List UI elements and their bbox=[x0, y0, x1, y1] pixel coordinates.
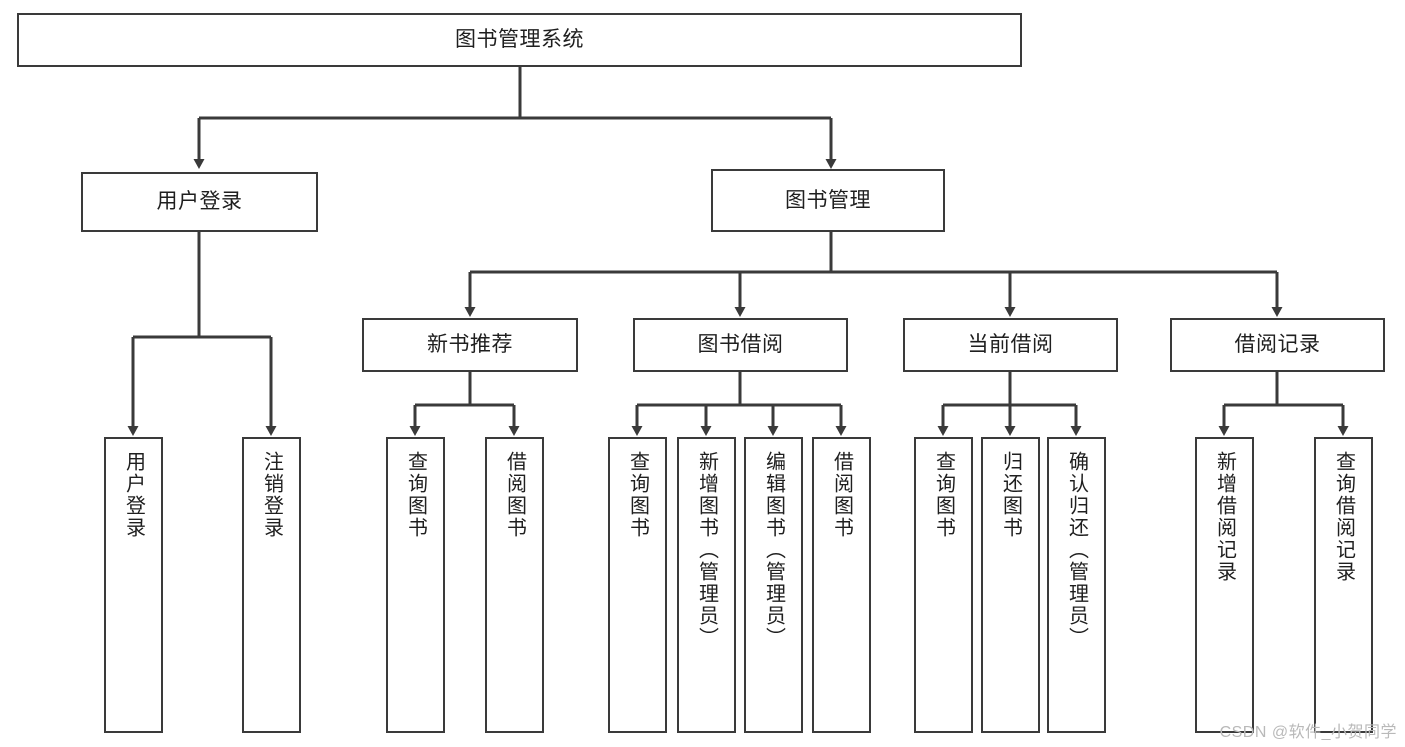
leaf-label: 编辑图书（管理员） bbox=[762, 451, 785, 649]
node-borrow-record-label: 借阅记录 bbox=[1234, 333, 1321, 357]
node-current-borrow[interactable]: 当前借阅 bbox=[903, 318, 1118, 372]
leaf-borrow-borrow-book[interactable]: 借阅图书 bbox=[812, 437, 871, 733]
leaf-label: 归还图书 bbox=[999, 451, 1022, 539]
leaf-label: 新增图书（管理员） bbox=[695, 451, 718, 649]
node-user-login[interactable]: 用户登录 bbox=[81, 172, 318, 232]
node-user-login-label: 用户登录 bbox=[156, 190, 243, 214]
node-book-borrow[interactable]: 图书借阅 bbox=[633, 318, 848, 372]
leaf-borrow-add-book[interactable]: 新增图书（管理员） bbox=[677, 437, 736, 733]
leaf-user-login-login[interactable]: 用户登录 bbox=[104, 437, 163, 733]
leaf-label: 用户登录 bbox=[122, 451, 145, 539]
leaf-label: 新增借阅记录 bbox=[1213, 451, 1236, 583]
leaf-borrow-query-book[interactable]: 查询图书 bbox=[608, 437, 667, 733]
node-borrow-record[interactable]: 借阅记录 bbox=[1170, 318, 1385, 372]
leaf-recommend-borrow-book[interactable]: 借阅图书 bbox=[485, 437, 544, 733]
node-book-management[interactable]: 图书管理 bbox=[711, 169, 945, 232]
leaf-current-confirm-return[interactable]: 确认归还（管理员） bbox=[1047, 437, 1106, 733]
leaf-borrow-edit-book[interactable]: 编辑图书（管理员） bbox=[744, 437, 803, 733]
leaf-recommend-query-book[interactable]: 查询图书 bbox=[386, 437, 445, 733]
leaf-user-login-logout[interactable]: 注销登录 bbox=[242, 437, 301, 733]
csdn-watermark: CSDN @软件_小贺同学 bbox=[1219, 724, 1397, 741]
leaf-record-query-record[interactable]: 查询借阅记录 bbox=[1314, 437, 1373, 733]
leaf-label: 注销登录 bbox=[260, 451, 283, 539]
node-book-borrow-label: 图书借阅 bbox=[697, 333, 784, 357]
leaf-label: 查询图书 bbox=[404, 451, 427, 539]
node-new-book-recommend-label: 新书推荐 bbox=[427, 333, 513, 357]
node-root[interactable]: 图书管理系统 bbox=[17, 13, 1022, 67]
node-root-label: 图书管理系统 bbox=[455, 28, 584, 52]
leaf-label: 查询图书 bbox=[626, 451, 649, 539]
leaf-label: 查询借阅记录 bbox=[1332, 451, 1355, 583]
leaf-label: 查询图书 bbox=[932, 451, 955, 539]
node-current-borrow-label: 当前借阅 bbox=[967, 333, 1054, 357]
node-new-book-recommend[interactable]: 新书推荐 bbox=[362, 318, 578, 372]
leaf-label: 确认归还（管理员） bbox=[1065, 451, 1088, 649]
leaf-label: 借阅图书 bbox=[503, 451, 526, 539]
leaf-current-return-book[interactable]: 归还图书 bbox=[981, 437, 1040, 733]
node-book-management-label: 图书管理 bbox=[785, 188, 871, 212]
leaf-label: 借阅图书 bbox=[830, 451, 853, 539]
leaf-record-add-record[interactable]: 新增借阅记录 bbox=[1195, 437, 1254, 733]
leaf-current-query-book[interactable]: 查询图书 bbox=[914, 437, 973, 733]
